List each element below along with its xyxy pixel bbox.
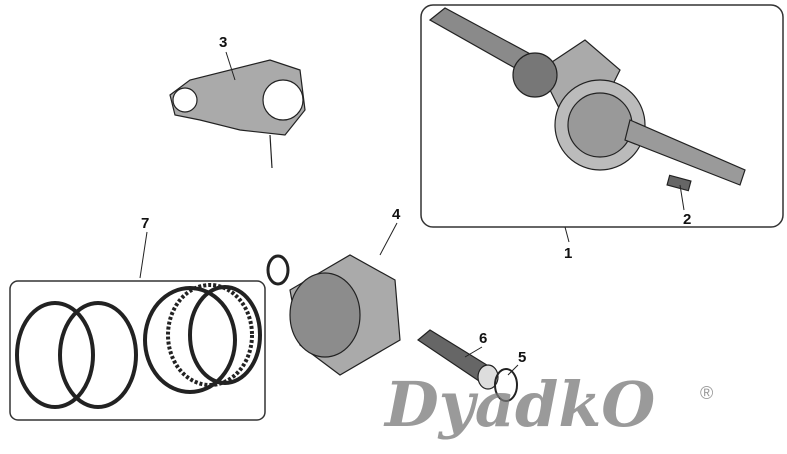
callout-5: 5: [518, 349, 527, 366]
piston-pin-illustration: [417, 329, 499, 390]
crankshaft-illustration: [428, 7, 746, 192]
leader-6: [464, 346, 483, 358]
leader-3: [225, 51, 236, 81]
piston-illustration: [266, 254, 401, 376]
callout-7: 7: [141, 215, 150, 232]
callout-3: 3: [219, 34, 228, 51]
leader-1: [564, 226, 570, 243]
circlip-illustration: [494, 368, 518, 402]
callout-2: 2: [683, 211, 692, 228]
callout-1: 1: [564, 245, 573, 262]
piston-rings-illustration: [15, 283, 262, 409]
leader-4: [379, 222, 398, 256]
watermark-logo: DyadkO: [385, 368, 656, 441]
leader-5: [507, 364, 519, 376]
leader-2: [679, 184, 685, 211]
callout-6: 6: [479, 330, 488, 347]
key-illustration: [666, 174, 692, 192]
leader-7: [139, 231, 148, 279]
registered-mark: ®: [700, 383, 714, 403]
connecting-rod-illustration: [169, 59, 306, 169]
callout-4: 4: [392, 206, 401, 223]
